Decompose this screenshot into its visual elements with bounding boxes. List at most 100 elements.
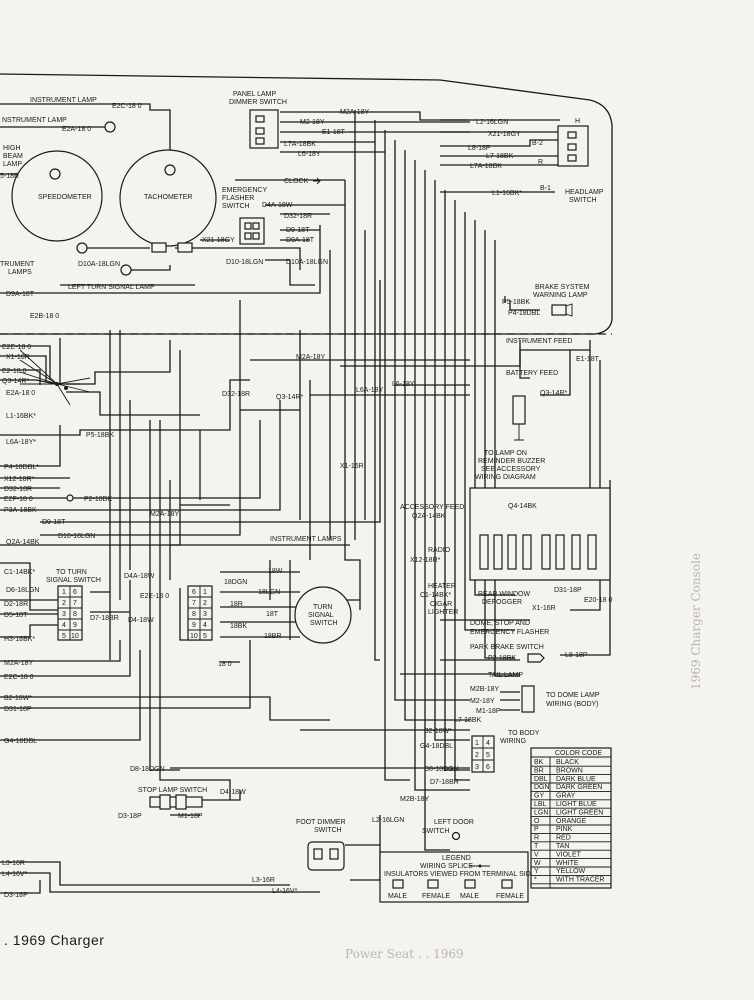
svg-text:COLOR CODE: COLOR CODE	[555, 750, 602, 757]
svg-text:D10-18LGN: D10-18LGN	[226, 259, 263, 266]
svg-text:REMINDER BUZZER: REMINDER BUZZER	[478, 458, 545, 465]
svg-text:M2B-18Y: M2B-18Y	[400, 796, 430, 803]
color-code-abbr: W	[534, 860, 541, 867]
svg-text:E1-18T: E1-18T	[322, 129, 346, 136]
svg-text:M2B-18Y: M2B-18Y	[470, 686, 500, 693]
svg-text:FEMALE: FEMALE	[422, 893, 450, 900]
svg-text:HEADLAMP: HEADLAMP	[565, 189, 604, 196]
park-brake-switch	[527, 653, 545, 663]
svg-text:L6A-18Y: L6A-18Y	[356, 387, 384, 394]
svg-text:18 0: 18 0	[218, 661, 232, 668]
svg-text:D8-18DGN: D8-18DGN	[130, 766, 165, 773]
color-code-name: VIOLET	[556, 851, 582, 858]
svg-text:2: 2	[475, 752, 479, 759]
svg-text:E2A-18 0: E2A-18 0	[62, 126, 91, 133]
svg-text:WARNING LAMP: WARNING LAMP	[533, 292, 588, 299]
svg-text:C1-14BK*: C1-14BK*	[4, 569, 35, 576]
svg-text:LIGHTER: LIGHTER	[428, 609, 458, 616]
svg-text:LEFT TURN SIGNAL LAMP: LEFT TURN SIGNAL LAMP	[68, 284, 155, 291]
svg-text:D32-18R: D32-18R	[222, 391, 250, 398]
svg-text:D3-18P: D3-18P	[118, 813, 142, 820]
svg-text:DOME, STOP AND: DOME, STOP AND	[470, 620, 530, 627]
wire-labels-right: L2-16LGN X21-18GY L8-18P L7-18BK L7A-18B…	[372, 118, 613, 824]
svg-text:L3-16R: L3-16R	[252, 877, 275, 884]
svg-text:L2-16LGN: L2-16LGN	[372, 817, 404, 824]
color-code-abbr: *	[534, 877, 537, 884]
svg-text:M1-18P: M1-18P	[476, 708, 501, 715]
color-code-name: YELLOW	[556, 868, 586, 875]
svg-text:9: 9	[192, 622, 196, 629]
svg-text:ACCESSORY FEED: ACCESSORY FEED	[400, 504, 464, 511]
svg-text:L7-18BK: L7-18BK	[454, 717, 482, 724]
svg-text:3: 3	[475, 764, 479, 771]
svg-text:P3A-18BK: P3A-18BK	[4, 507, 37, 514]
svg-text:SWITCH: SWITCH	[569, 197, 597, 204]
svg-text:7: 7	[192, 600, 196, 607]
turn-signal-switch: TURN SIGNAL SWITCH	[294, 586, 352, 644]
svg-text:D6-18LGN: D6-18LGN	[6, 587, 39, 594]
svg-text:5-18R: 5-18R	[0, 173, 19, 180]
color-code-name: BLACK	[556, 759, 579, 766]
svg-text:P4-18DBL*: P4-18DBL*	[4, 464, 39, 471]
lamp-reminder-buzzer: TO LAMP ON REMINDER BUZZER SEE ACCESSORY…	[475, 395, 545, 481]
svg-text:6: 6	[73, 589, 77, 596]
svg-text:18W: 18W	[268, 568, 283, 575]
svg-text:G4-18DBL: G4-18DBL	[4, 738, 37, 745]
svg-text:LEFT DOOR: LEFT DOOR	[434, 819, 474, 826]
svg-text:D9-18T: D9-18T	[42, 519, 66, 526]
svg-text:D5-18T: D5-18T	[4, 612, 28, 619]
svg-text:Q4-14BK: Q4-14BK	[508, 503, 537, 510]
color-code-name: ORANGE	[556, 818, 587, 825]
color-code-name: WITH TRACER	[556, 877, 604, 884]
svg-text:L7A-18BK: L7A-18BK	[470, 163, 502, 170]
color-code-abbr: DBL	[534, 776, 548, 783]
svg-text:L3-16R: L3-16R	[2, 860, 25, 867]
svg-text:TO LAMP ON: TO LAMP ON	[484, 450, 527, 457]
color-code-name: DARK GREEN	[556, 784, 602, 791]
svg-text:B-1: B-1	[540, 185, 551, 192]
svg-text:TAIL LAMP: TAIL LAMP	[488, 672, 523, 679]
svg-text:M2-18Y: M2-18Y	[470, 698, 495, 705]
svg-text:D7-18BR: D7-18BR	[430, 779, 459, 786]
svg-text:BEAM: BEAM	[3, 153, 23, 160]
svg-text:Q2A-14BK: Q2A-14BK	[412, 513, 446, 520]
svg-text:E2C-18 0: E2C-18 0	[4, 674, 34, 681]
svg-text:3: 3	[203, 611, 207, 618]
color-code-name: DARK BLUE	[556, 776, 596, 783]
svg-text:CLOCK: CLOCK	[284, 178, 308, 185]
svg-text:E2C-18 0: E2C-18 0	[112, 103, 142, 110]
svg-text:FOOT DIMMER: FOOT DIMMER	[296, 819, 346, 826]
svg-text:18R: 18R	[230, 601, 243, 608]
svg-text:TO DOME LAMP: TO DOME LAMP	[546, 692, 600, 699]
svg-text:L4-16V*: L4-16V*	[2, 871, 28, 878]
svg-text:TO TURN: TO TURN	[56, 569, 87, 576]
color-code-abbr: DGN	[534, 784, 550, 791]
svg-text:6: 6	[192, 589, 196, 596]
svg-text:L6-18Y: L6-18Y	[392, 381, 415, 388]
color-code-name: PINK	[556, 826, 573, 833]
svg-text:WIRING: WIRING	[500, 738, 526, 745]
svg-text:SWITCH: SWITCH	[422, 828, 450, 835]
svg-text:TO BODY: TO BODY	[508, 730, 540, 737]
svg-text:P5-18BK: P5-18BK	[86, 432, 114, 439]
svg-text:FEMALE: FEMALE	[496, 893, 524, 900]
svg-text:E2E-18 0: E2E-18 0	[140, 593, 169, 600]
svg-text:E2-18 0: E2-18 0	[2, 368, 27, 375]
svg-text:INSTRUMENT LAMP: INSTRUMENT LAMP	[30, 97, 97, 104]
svg-text:L2-16LGN: L2-16LGN	[476, 119, 508, 126]
svg-text:L1-16BK*: L1-16BK*	[6, 413, 36, 420]
svg-text:H3-18BK*: H3-18BK*	[4, 636, 35, 643]
svg-text:SPEEDOMETER: SPEEDOMETER	[38, 194, 92, 201]
svg-text:WIRING (BODY): WIRING (BODY)	[546, 701, 599, 708]
svg-text:MALE: MALE	[460, 893, 479, 900]
svg-text:1: 1	[475, 740, 479, 747]
svg-text:D7-18BR: D7-18BR	[90, 615, 119, 622]
svg-text:REAR WINDOW: REAR WINDOW	[478, 591, 531, 598]
panel-lamp-dimmer-switch: PANEL LAMP DIMMER SWITCH	[229, 91, 287, 149]
svg-text:FLASHER: FLASHER	[222, 195, 254, 202]
svg-text:L8-18P: L8-18P	[565, 652, 588, 659]
svg-text:INSULATORS VIEWED FROM TERMINA: INSULATORS VIEWED FROM TERMINAL SIDE	[384, 871, 536, 878]
svg-text:D8-18DGN: D8-18DGN	[424, 766, 459, 773]
